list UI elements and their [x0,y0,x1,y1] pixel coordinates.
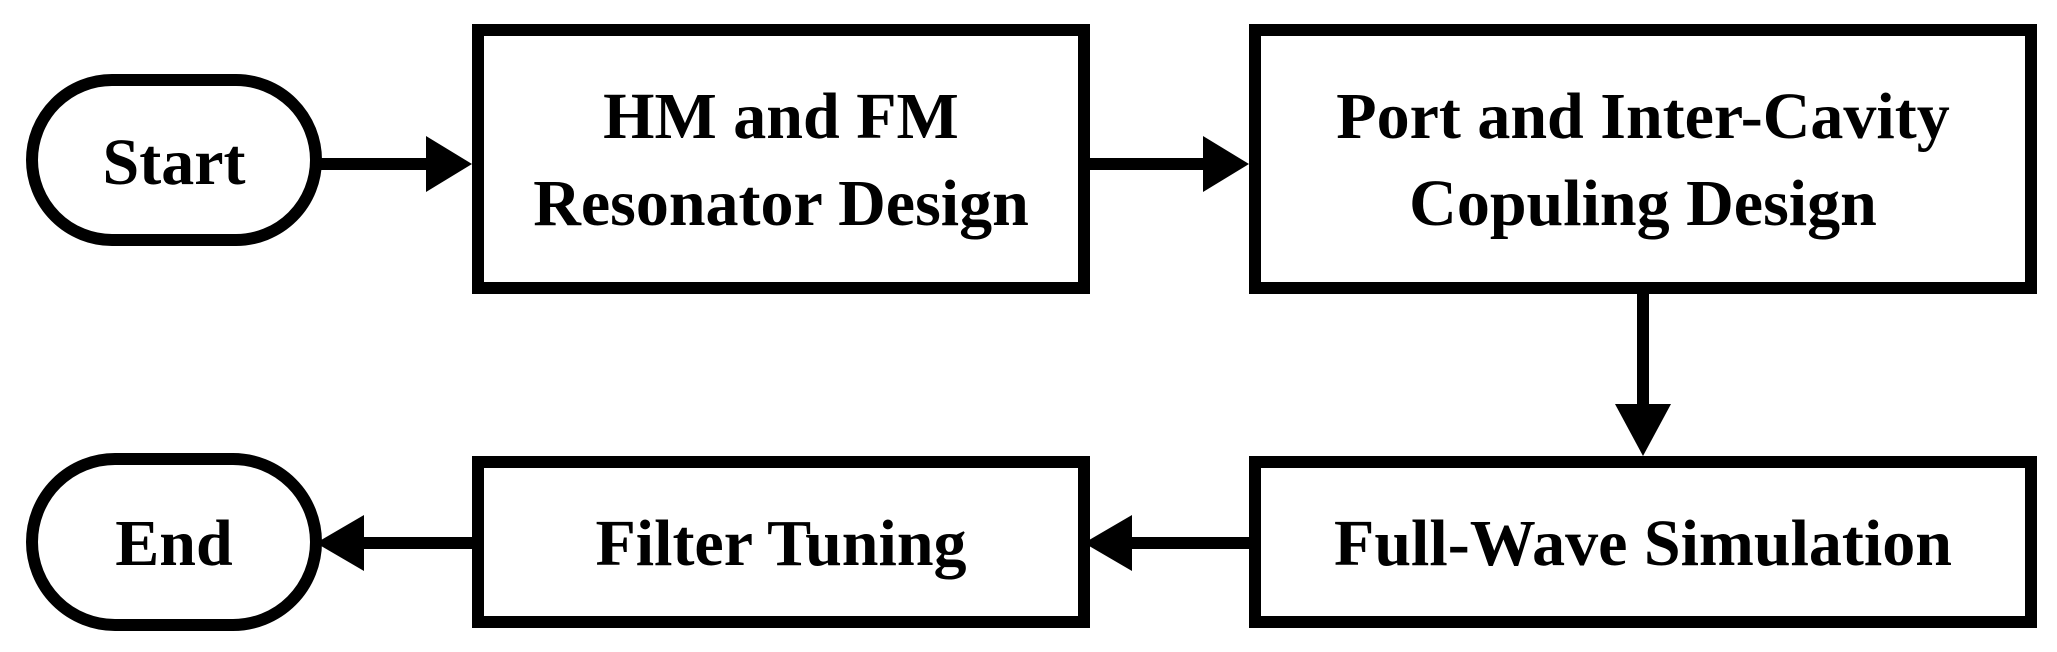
resonator-design-label-line-1: HM and FM [603,80,959,153]
coupling-design-process: Port and Inter-Cavity Copuling Design [1249,24,2037,294]
full-wave-simulation-label: Full-Wave Simulation [1334,507,1952,580]
end-terminal: End [26,453,322,631]
start-terminal: Start [26,74,322,246]
edge-start-to-resonator-design [316,136,472,192]
nodes: Start HM and FM Resonator Design Port an… [26,24,2037,631]
edge-resonator-to-coupling-design [1084,136,1249,192]
filter-tuning-label: Filter Tuning [595,507,966,580]
filter-tuning-process: Filter Tuning [472,456,1090,628]
full-wave-simulation-process: Full-Wave Simulation [1249,456,2037,628]
resonator-design-label-line-2: Resonator Design [533,167,1029,240]
edge-coupling-to-full-wave [1615,290,1671,456]
edge-filter-tuning-to-end [316,515,472,571]
start-label: Start [103,126,246,199]
resonator-design-process: HM and FM Resonator Design [472,24,1090,294]
coupling-design-label-line-2: Copuling Design [1409,167,1877,240]
coupling-design-label-line-1: Port and Inter-Cavity [1336,80,1949,153]
end-label: End [115,507,232,580]
edge-full-wave-to-filter-tuning [1084,515,1249,571]
edges [316,136,1671,571]
